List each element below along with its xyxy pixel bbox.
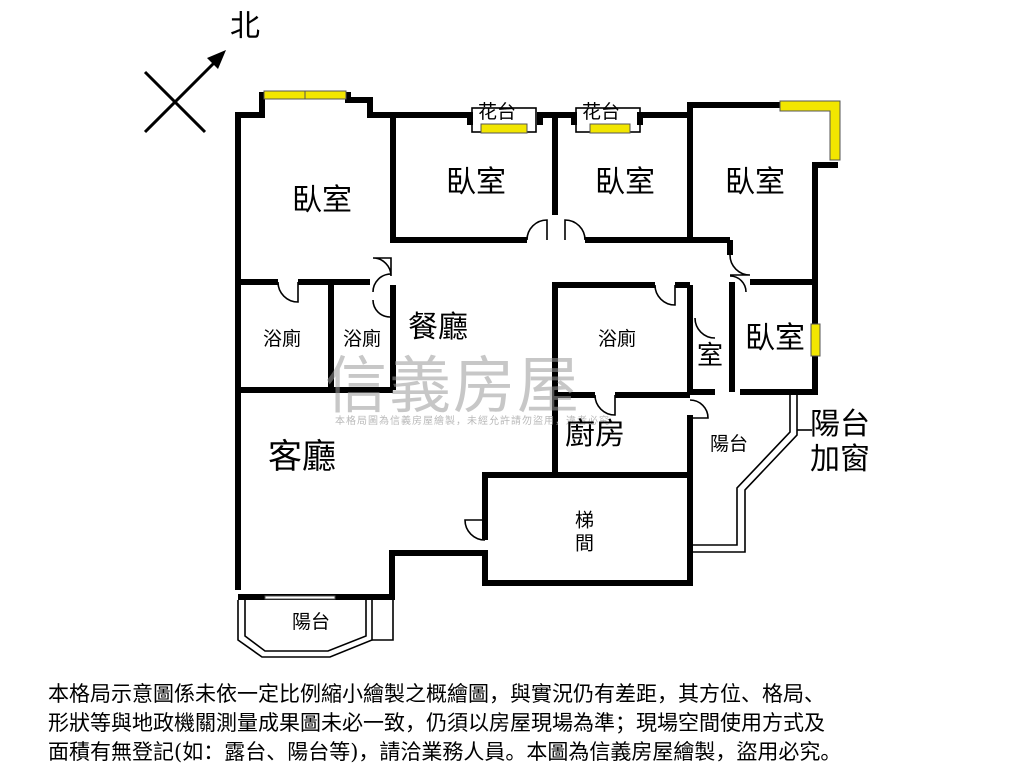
room-label-bedroom-ne: 臥室 [725,165,785,200]
room-label-bath-3: 浴廁 [598,328,637,350]
watermark-brand: 信義房屋 [325,349,582,422]
room-label-balcony-e: 陽台 [710,433,749,455]
disclaimer-line-3: 面積有無登記(如：露台、陽台等)，請洽業務人員。本圖為信義房屋繪製，盜用必究。 [48,740,842,764]
room-label-bath-1: 浴廁 [263,328,302,350]
disclaimer-line-2: 形狀等與地政機關測量成果圖未必一致，仍須以房屋現場為準；現場空間使用方式及 [48,711,825,735]
planter-label-1: 花台 [478,101,517,123]
callout-line-1: 陽台 [810,407,870,442]
room-label-dining: 餐廳 [408,310,468,345]
disclaimer-line-1: 本格局示意圖係未依一定比例縮小繪製之概繪圖，與實況仍有差距，其方位、格局、 [48,682,825,706]
room-label-bedroom-nw: 臥室 [292,183,352,218]
room-label-living: 客廳 [268,437,336,477]
windows [263,90,841,600]
door-swings [277,219,751,541]
watermark-note: 本格局圖為信義房屋繪製，未經允許請勿盜用，違者必究 [335,416,610,427]
north-label: 北 [230,9,260,44]
disclaimer: 本格局示意圖係未依一定比例縮小繪製之概繪圖，與實況仍有差距，其方位、格局、 形狀… [48,680,988,767]
room-label-balcony-sw: 陽台 [292,611,331,633]
room-label-bath-2: 浴廁 [343,328,382,350]
room-label-kitchen: 廚房 [565,417,625,452]
compass-icon [143,50,226,134]
callout-line-2: 加窗 [810,442,870,477]
planter-label-2: 花台 [582,101,621,123]
walls [235,92,838,600]
room-label-bedroom-3: 臥室 [595,165,655,200]
room-label-small-room: 室 [697,341,724,371]
room-label-stairwell: 梯間 [572,510,594,556]
room-label-bedroom-e: 臥室 [745,321,805,356]
room-label-bedroom-2: 臥室 [446,165,506,200]
